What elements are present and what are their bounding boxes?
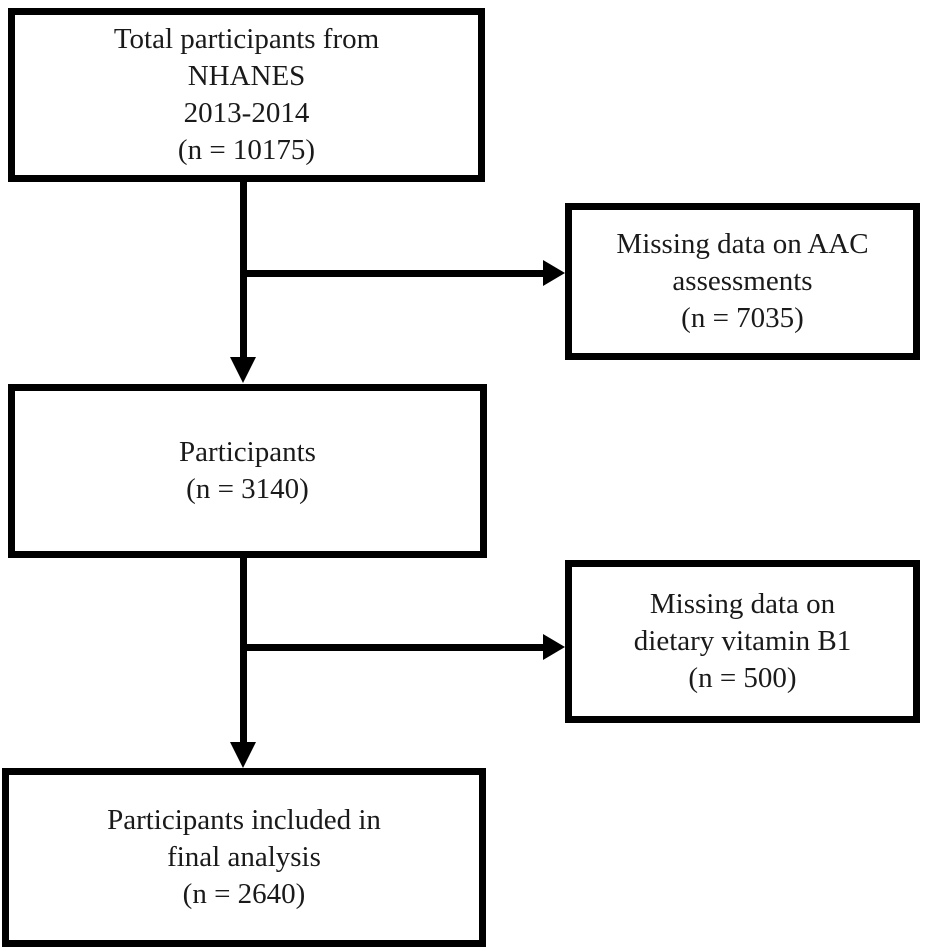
box-text-line: (n = 3140) (186, 473, 309, 505)
arrow-right-icon (543, 634, 565, 660)
box-text-line: Participants (179, 436, 316, 468)
box-text-line: (n = 10175) (177, 134, 316, 166)
box-text-line: (n = 2640) (182, 878, 306, 910)
box-text-line: NHANES (187, 60, 306, 92)
box-text-line: Missing data on AAC (616, 228, 869, 260)
arrow-down-icon (230, 357, 256, 383)
flow-box-missing-vitamin-b1: Missing data on dietary vitamin B1 (n = … (565, 560, 920, 723)
connector-line-branch-missing-aac (240, 270, 545, 277)
flow-box-participants: Participants (n = 3140) (8, 384, 487, 558)
box-text-line: final analysis (167, 841, 321, 873)
connector-line-branch-missing-b1 (240, 644, 545, 651)
box-text-line: 2013-2014 (183, 97, 310, 129)
box-text-line: assessments (672, 265, 813, 297)
box-text-line: Total participants from (113, 23, 380, 55)
box-text-line: Missing data on (649, 588, 836, 620)
box-text-line: Participants included in (107, 804, 381, 836)
flow-box-total-participants: Total participants from NHANES 2013-2014… (8, 8, 485, 182)
box-text-line: (n = 500) (688, 662, 797, 694)
arrow-down-icon (230, 742, 256, 768)
box-text-line: dietary vitamin B1 (633, 625, 852, 657)
flow-box-final-analysis: Participants included in final analysis … (2, 768, 486, 947)
flow-box-missing-aac: Missing data on AAC assessments (n = 703… (565, 203, 920, 360)
arrow-right-icon (543, 260, 565, 286)
box-text-line: (n = 7035) (681, 302, 804, 334)
